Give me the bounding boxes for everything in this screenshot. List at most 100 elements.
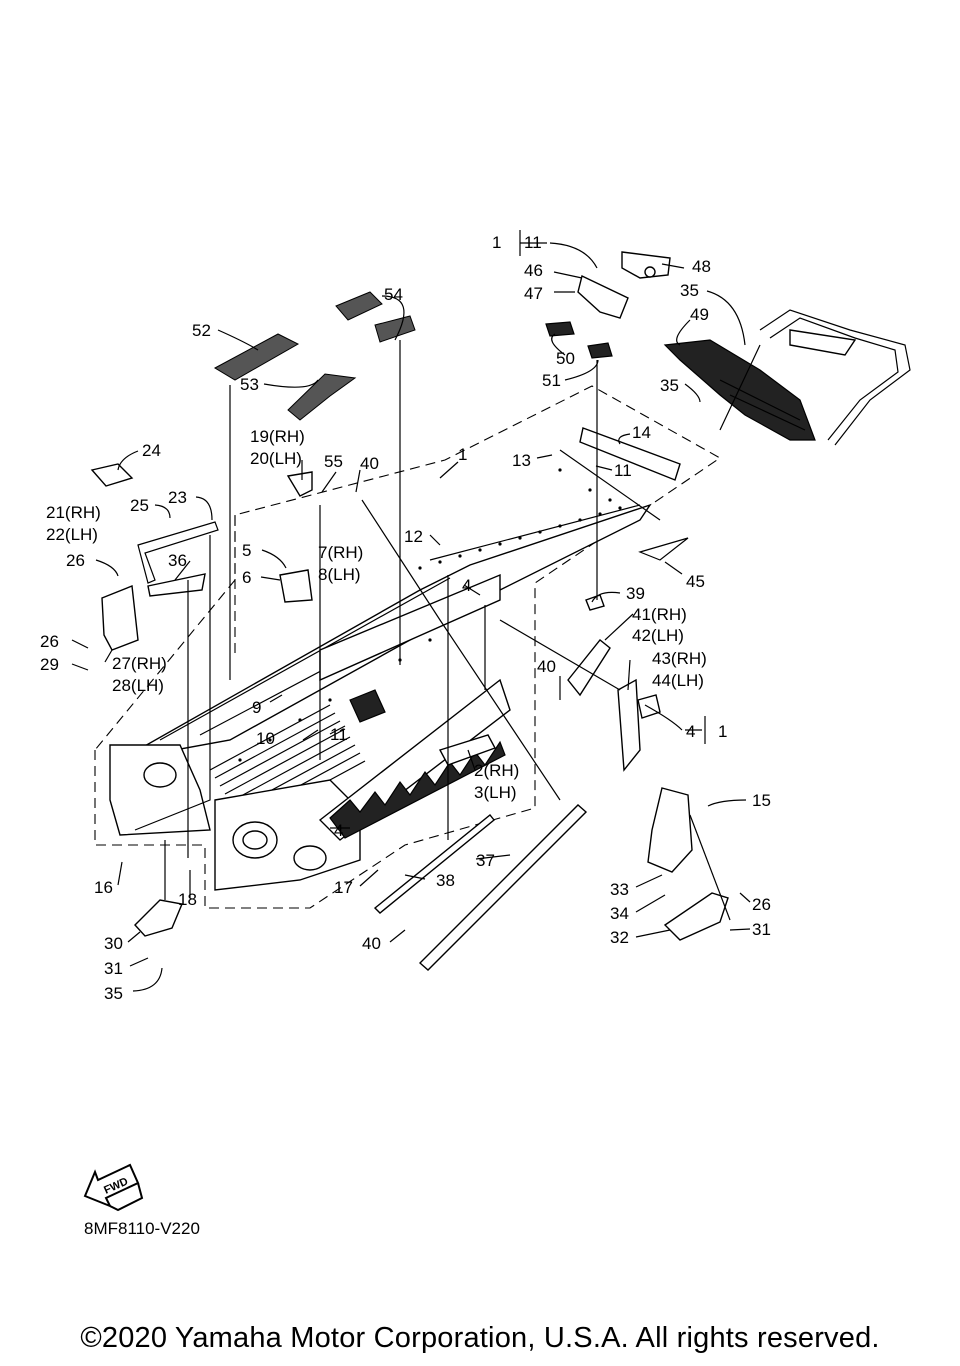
callout-c22: 22(LH)	[46, 525, 98, 544]
part-51	[587, 342, 613, 359]
callout-c33: 33	[610, 880, 629, 899]
callout-c24: 24	[142, 441, 161, 460]
fwd-arrow-icon: FWD	[83, 1163, 144, 1212]
callout-c43: 43(RH)	[652, 649, 707, 668]
callout-c40-a: 40	[360, 454, 379, 473]
part-41	[567, 639, 611, 697]
callout-c40-b: 40	[537, 657, 556, 676]
callout-c13: 13	[512, 451, 531, 470]
callout-c26-a: 26	[66, 551, 85, 570]
callout-c34: 34	[610, 904, 629, 923]
part-30	[134, 899, 183, 937]
part-53	[287, 373, 357, 421]
callout-c52: 52	[192, 321, 211, 340]
callout-c44: 44(LH)	[652, 671, 704, 690]
part-39	[585, 594, 605, 611]
callout-c20: 20(LH)	[250, 449, 302, 468]
callout-c45: 45	[686, 572, 705, 591]
callout-c17: 17	[334, 878, 353, 897]
callout-c9: 9	[252, 698, 261, 717]
callout-c15: 15	[752, 791, 771, 810]
callout-c11-top: 11	[524, 233, 542, 252]
callout-c40-c: 40	[362, 934, 381, 953]
callout-c19: 19(RH)	[250, 427, 305, 446]
part-54a	[335, 291, 383, 321]
callout-c23: 23	[168, 488, 187, 507]
callout-c4-c: 4	[334, 821, 343, 840]
callout-c46: 46	[524, 261, 543, 280]
callout-c4-a: 4	[462, 576, 471, 595]
diagram-code: 8MF8110-V220	[84, 1219, 200, 1238]
callout-c50: 50	[556, 349, 575, 368]
callout-c53: 53	[240, 375, 259, 394]
part-50	[545, 321, 575, 337]
callout-c30: 30	[104, 934, 123, 953]
part-7	[279, 569, 313, 603]
callout-c21: 21(RH)	[46, 503, 101, 522]
callout-c35-c: 35	[104, 984, 123, 1003]
callout-c35-b: 35	[660, 376, 679, 395]
rear-bumper	[663, 309, 911, 446]
part-27	[101, 585, 139, 651]
part-54b	[374, 315, 416, 343]
callout-c31-b: 31	[104, 959, 123, 978]
callout-c25: 25	[130, 496, 149, 515]
leader-lines	[71, 230, 761, 992]
callout-c1-b: 1	[718, 722, 727, 741]
callout-c10: 10	[256, 729, 275, 748]
part-32	[663, 892, 729, 941]
part-37	[418, 804, 588, 971]
callout-c27: 27(RH)	[112, 654, 167, 673]
callout-c8: 8(LH)	[318, 565, 361, 584]
part-46	[577, 274, 629, 319]
part-38	[373, 814, 495, 914]
part-19	[286, 471, 313, 497]
callout-c37: 37	[476, 851, 495, 870]
part-45	[638, 537, 689, 561]
callout-c29: 29	[40, 655, 59, 674]
callout-c11-a: 11	[614, 461, 632, 480]
part-14	[579, 427, 681, 481]
callout-c11-b: 11	[330, 725, 348, 744]
callout-c28: 28(LH)	[112, 676, 164, 695]
tunnel-holes	[238, 468, 622, 762]
callout-c5: 5	[242, 541, 251, 560]
part-48	[621, 251, 671, 279]
callout-c32: 32	[610, 928, 629, 947]
callout-c26-b: 26	[40, 632, 59, 651]
callout-c14: 14	[632, 423, 651, 442]
callout-c42: 42(LH)	[632, 626, 684, 645]
callout-c3: 3(LH)	[474, 783, 517, 802]
callout-c54: 54	[384, 285, 403, 304]
part-36	[147, 573, 206, 597]
callout-c4-b: 4	[686, 722, 695, 741]
callout-c7: 7(RH)	[318, 543, 363, 562]
callout-c31-a: 31	[752, 920, 771, 939]
part-21	[137, 521, 219, 584]
callout-c6: 6	[242, 568, 251, 587]
callout-c55: 55	[324, 452, 343, 471]
part-24	[90, 463, 134, 487]
callout-c35-a: 35	[680, 281, 699, 300]
copyright-notice: ©2020 Yamaha Motor Corporation, U.S.A. A…	[80, 1322, 880, 1354]
callout-c2: 2(RH)	[474, 761, 519, 780]
part-15	[647, 787, 693, 873]
part-2	[438, 734, 497, 766]
callout-c49: 49	[690, 305, 709, 324]
chassis-dashed-outline	[94, 385, 722, 909]
callout-c1-11: 1	[492, 233, 501, 252]
callout-c16: 16	[94, 878, 113, 897]
callout-c51: 51	[542, 371, 561, 390]
part-43	[617, 678, 641, 772]
callout-c41: 41(RH)	[632, 605, 687, 624]
tunnel-chassis	[109, 449, 661, 891]
callout-c48: 48	[692, 257, 711, 276]
callout-c1-a: 1	[458, 445, 467, 464]
callout-c38: 38	[436, 871, 455, 890]
callout-c36: 36	[168, 551, 187, 570]
callout-c26-c: 26	[752, 895, 771, 914]
callout-c12: 12	[404, 527, 423, 546]
callout-c18: 18	[178, 890, 197, 909]
